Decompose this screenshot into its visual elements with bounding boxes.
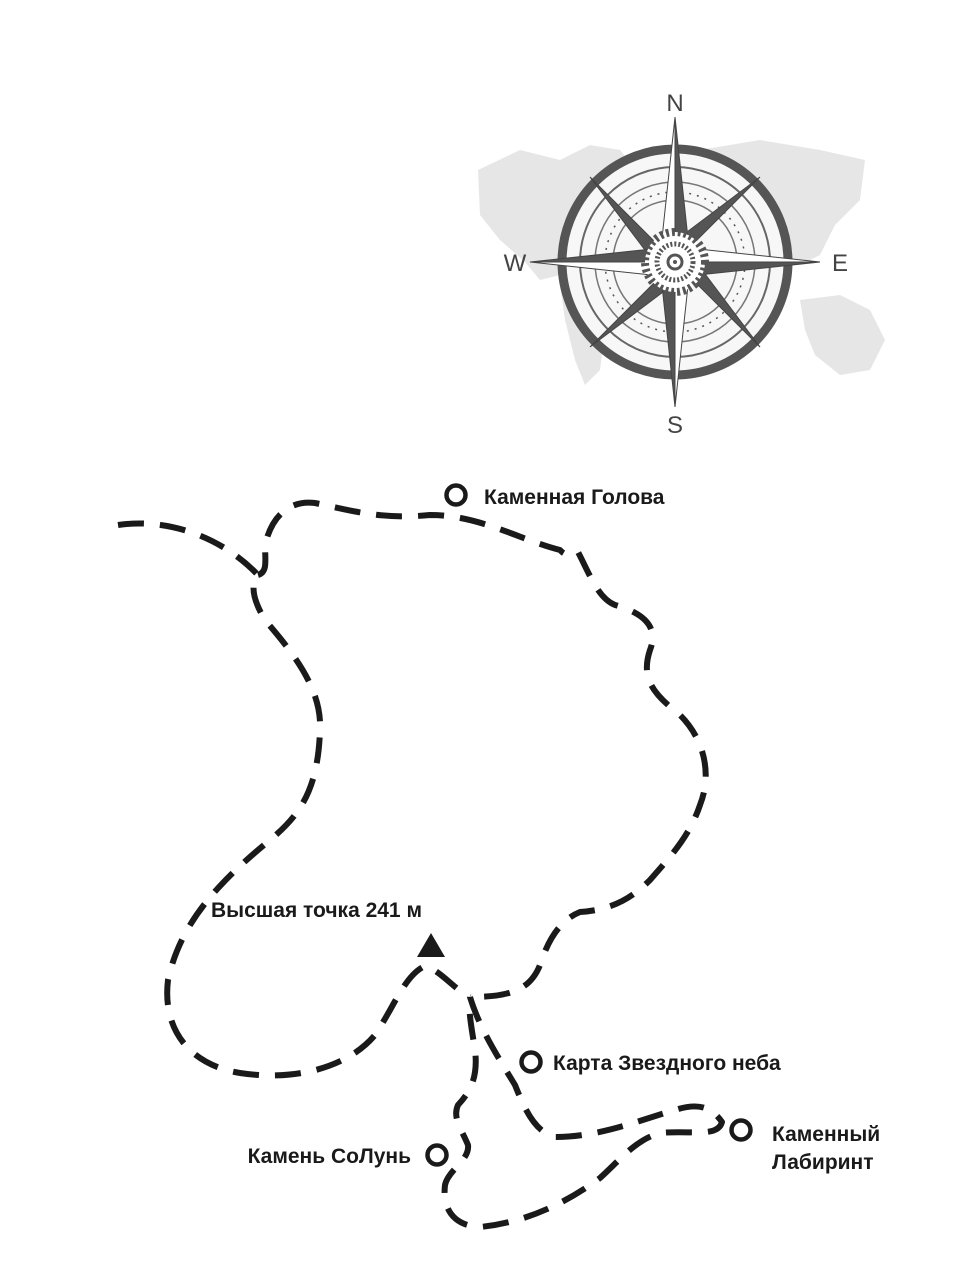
poi-label-stone-labyrinth-line2: Лабиринт: [772, 1151, 874, 1174]
poi-label-stone-labyrinth-line1: Каменный: [772, 1123, 880, 1146]
trail-north-loop: [256, 499, 709, 1000]
compass-north-label: N: [666, 90, 683, 117]
poi-label-stone-head: Каменная Голова: [484, 486, 665, 509]
trail-east-branch: [441, 996, 725, 1230]
compass-west-label: W: [504, 250, 527, 277]
poi-label-star-map: Карта Звездного неба: [553, 1052, 781, 1075]
poi-marker-star-map[interactable]: [519, 1050, 543, 1074]
compass-south-label: S: [667, 412, 683, 439]
poi-label-solun-stone: Камень СоЛунь: [248, 1145, 411, 1168]
trail-west-entry: [117, 520, 472, 1079]
poi-marker-stone-labyrinth[interactable]: [729, 1118, 753, 1142]
poi-marker-solun-stone[interactable]: [425, 1143, 449, 1167]
compass-rose-icon: [529, 116, 821, 408]
summit-triangle-icon[interactable]: [417, 933, 445, 957]
poi-marker-stone-head[interactable]: [444, 483, 468, 507]
compass-east-label: E: [832, 250, 848, 277]
poi-label-highest-point: Высшая точка 241 м: [211, 899, 422, 922]
